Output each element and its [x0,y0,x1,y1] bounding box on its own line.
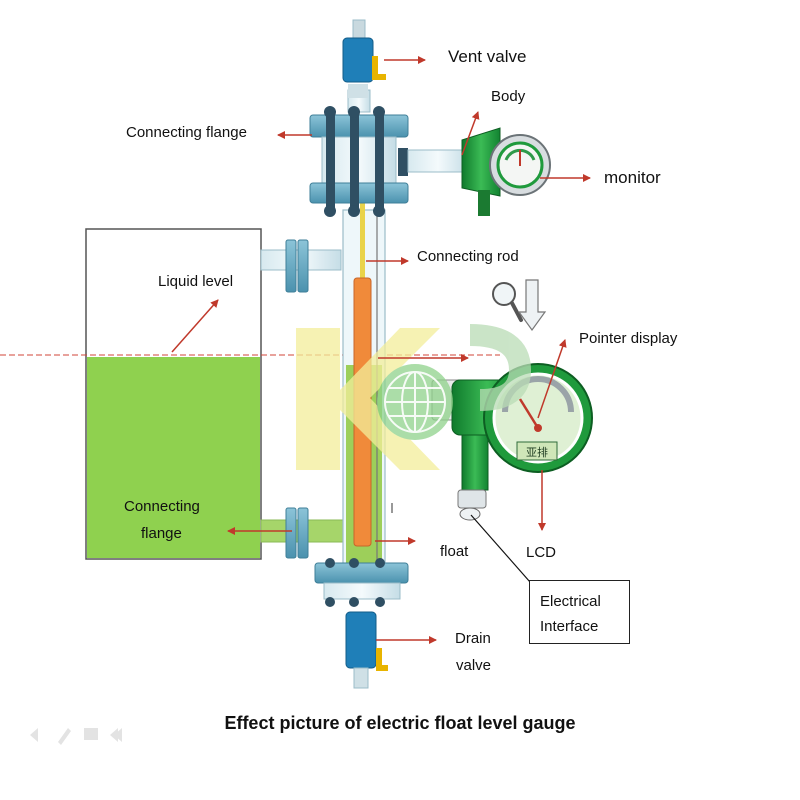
tank-liquid [87,357,260,558]
arrow-liquid-level [171,299,219,353]
toolbar-icons [30,728,122,745]
upper-monitor [407,127,551,216]
label-liquid-level: Liquid level [158,273,234,290]
label-float: float [440,543,469,560]
label-electrical-interface-1: Electrical [540,593,601,610]
label-lcd: LCD [526,544,557,561]
label-drain-valve-2: valve [456,657,492,674]
down-arrow-icon [517,279,547,332]
label-connecting-flange-bottom-2: flange [141,525,182,542]
gauge-badge-text: 亚排 [526,445,548,459]
label-pointer-display: Pointer display [579,330,678,347]
lower-side-connection [260,507,344,559]
top-flange [309,89,409,217]
label-connecting-rod: Connecting rod [417,248,519,265]
label-drain-valve-1: Drain [455,630,491,647]
arrow-pointer-display [537,339,567,419]
tank [85,228,262,560]
leader-electrical-interface [470,514,531,583]
label-connecting-flange-top: Connecting flange [126,124,247,141]
globe-icon [384,371,446,433]
forward-icon [110,728,122,742]
bottom-flange [314,558,409,607]
label-monitor: monitor [604,168,661,187]
pencil-icon [58,728,71,745]
figure-caption: Effect picture of electric float level g… [224,713,576,733]
label-electrical-interface-2: Interface [540,618,599,635]
drain-valve [345,611,388,689]
upper-side-connection [260,239,342,293]
arrow-body [461,111,480,156]
electrical-interface-box: Electrical Interface [529,580,630,644]
connecting-rod [360,200,365,280]
label-body: Body [491,88,526,105]
vent-valve [342,19,386,98]
label-vent-valve: Vent valve [448,47,527,66]
magnifier-icon [492,282,523,322]
label-arrows [171,56,591,644]
label-connecting-flange-bottom-1: Connecting [124,498,200,515]
menu-icon [84,728,98,740]
watermark-logo [296,324,532,470]
back-arrow-icon [30,728,38,742]
